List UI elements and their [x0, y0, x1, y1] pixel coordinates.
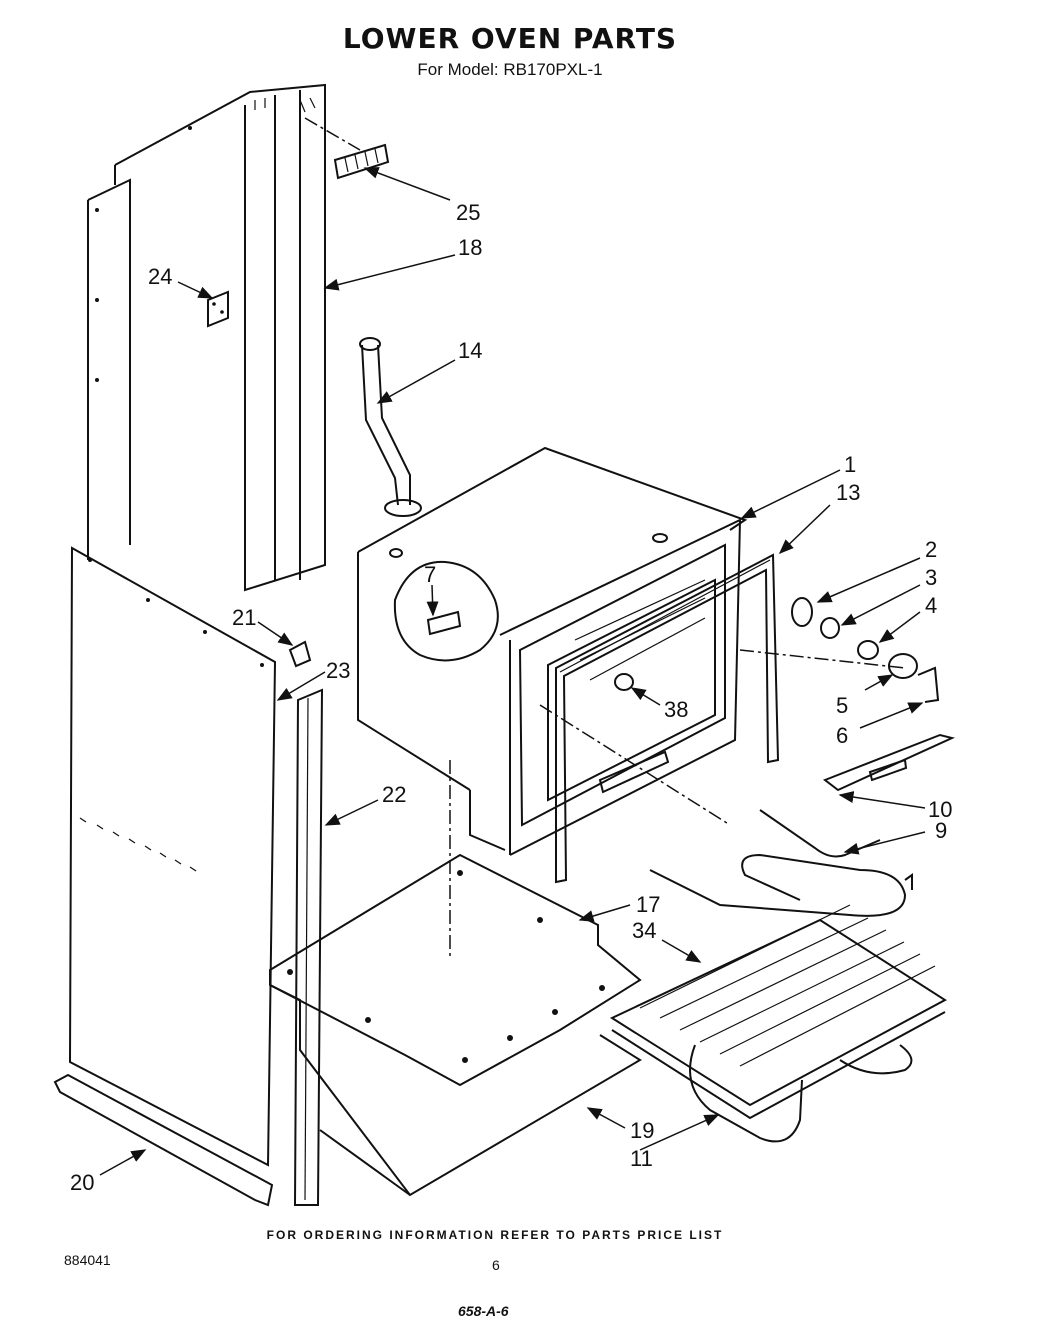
- callout-6: 6: [836, 723, 848, 748]
- terminal-block-part-25: [304, 117, 390, 180]
- callout-7: 7: [424, 562, 436, 587]
- callout-25: 25: [456, 200, 480, 225]
- clip-part-21: [288, 640, 312, 668]
- callout-21: 21: [232, 605, 256, 630]
- callout-9: 9: [935, 818, 947, 843]
- callout-11: 11: [630, 1146, 653, 1171]
- rear-panel-part-18: [87, 83, 326, 592]
- toe-kick-part-20: [53, 1073, 274, 1207]
- callout-14: 14: [458, 338, 482, 363]
- callout-24: 24: [148, 264, 172, 289]
- ordering-note: FOR ORDERING INFORMATION REFER TO PARTS …: [266, 1228, 724, 1242]
- bracket-part-24: [207, 290, 229, 328]
- bottom-panel-part-19: [269, 760, 642, 1197]
- callout-13: 13: [836, 480, 860, 505]
- callout-38: 38: [664, 697, 688, 722]
- broil-element-part-11: [689, 1044, 913, 1143]
- callout-2: 2: [925, 537, 937, 562]
- oven-cavity-part-1: [357, 446, 748, 856]
- callout-labels: 25 18 24 14 1 13 2 3 4 7 21 23 38 5 6 10…: [70, 200, 952, 1195]
- bake-element-part-9: [649, 809, 913, 917]
- vent-tube-part-14: [359, 337, 422, 517]
- callout-19: 19: [630, 1118, 654, 1143]
- callout-18: 18: [458, 235, 482, 260]
- callout-10: 10: [928, 797, 952, 822]
- handwritten-note: 658-A-6: [458, 1303, 509, 1319]
- doc-number: 884041: [64, 1252, 111, 1268]
- callout-23: 23: [326, 658, 350, 683]
- callout-20: 20: [70, 1170, 94, 1195]
- knob-part-38: [614, 673, 634, 691]
- rack-support-part-10: [822, 733, 956, 792]
- side-panel-part-23: [68, 546, 277, 1167]
- callout-22: 22: [382, 782, 406, 807]
- light-assembly-parts-2-6: [739, 597, 940, 703]
- gasket-part-13: [555, 553, 780, 884]
- page-title: LOWER OVEN PARTS: [342, 22, 678, 55]
- oven-rack-part-34: [609, 904, 947, 1120]
- callout-5: 5: [836, 693, 848, 718]
- callout-1: 1: [844, 452, 856, 477]
- callout-4: 4: [925, 593, 937, 618]
- callout-17: 17: [636, 892, 660, 917]
- bottom-panel-part-17: [269, 853, 642, 1087]
- page-number: 6: [492, 1257, 500, 1273]
- leader-lines: [99, 167, 926, 1176]
- model-subtitle: For Model: RB170PXL-1: [417, 60, 603, 79]
- callout-3: 3: [925, 565, 937, 590]
- callout-34: 34: [632, 918, 656, 943]
